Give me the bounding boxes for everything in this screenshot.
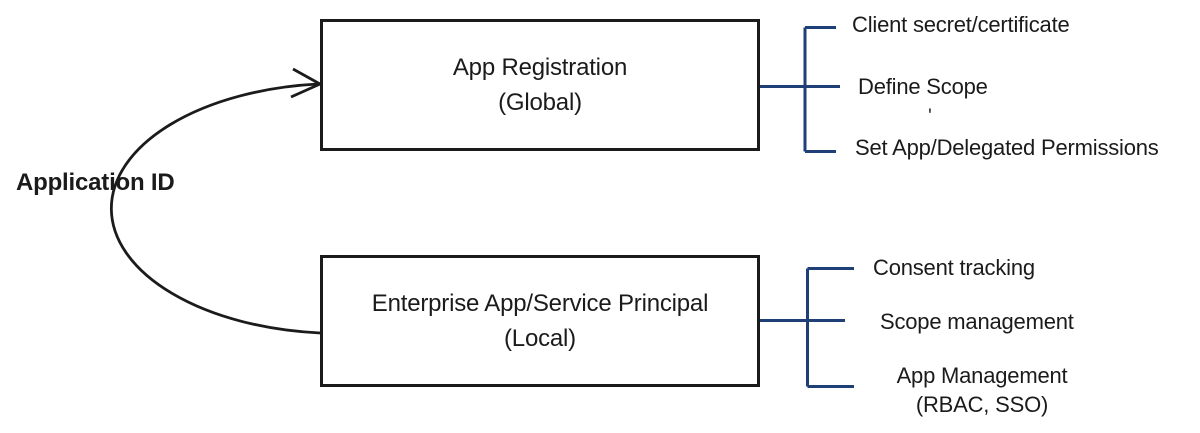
application-id-curve <box>109 82 321 335</box>
application-id-label: Application ID <box>16 169 175 196</box>
arrowhead-icon <box>290 67 324 99</box>
bottom-item-app-management: App Management (RBAC, SSO) <box>897 361 1068 419</box>
enterprise-app-box: Enterprise App/Service Principal (Local) <box>320 255 760 387</box>
top-item-client-secret: Client secret/certificate <box>852 12 1070 37</box>
app-registration-title: App Registration <box>452 54 628 81</box>
app-registration-box: App Registration (Global) <box>320 19 760 151</box>
app-management-line1: App Management <box>896 363 1068 388</box>
top-item-permissions: Set App/Delegated Permissions <box>855 135 1159 160</box>
enterprise-app-title: Enterprise App/Service Principal <box>371 290 709 317</box>
bottom-item-consent-tracking: Consent tracking <box>873 255 1035 280</box>
app-management-line2: (RBAC, SSO) <box>915 392 1049 417</box>
enterprise-app-scope: (Local) <box>504 325 576 352</box>
bottom-bracket <box>760 267 854 388</box>
top-item-define-scope: Define Scope <box>858 74 988 99</box>
app-registration-scope: (Global) <box>498 89 582 116</box>
top-bracket <box>760 26 840 153</box>
bottom-item-scope-management: Scope management <box>880 309 1074 334</box>
stray-apostrophe: ' <box>928 105 932 128</box>
